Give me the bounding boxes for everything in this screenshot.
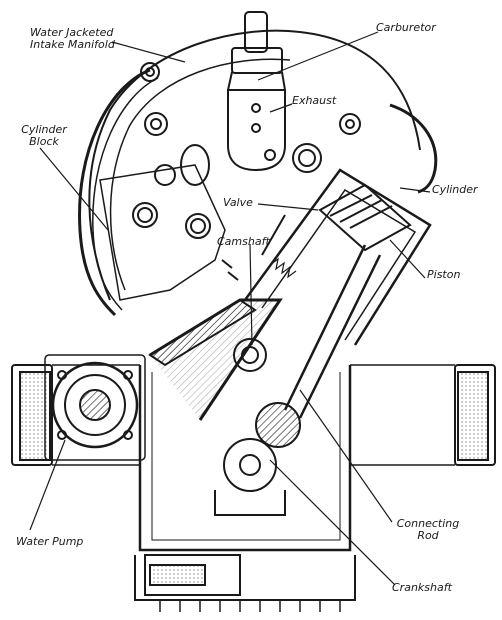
leader-piston [389,239,426,279]
label-cylinder: Cylinder [432,183,478,196]
leader-camshaft [249,243,253,346]
side-housing-left [11,364,53,466]
water-pump-housing [51,361,139,449]
manifold-pipe-right [389,103,438,194]
label-water-jacketed-intake-manifold: Water Jacketed Intake Manifold [30,27,115,51]
spark-plug-right [339,113,361,135]
label-cylinder-block-line-1: Cylinder [21,123,67,136]
label-exhaust: Exhaust [292,94,337,107]
spark-plug-left [144,112,168,136]
side-housing-right [454,364,496,466]
cylinder-block-left [99,164,226,301]
leader-carburetor [257,31,379,81]
label-connecting-rod-line-1: Connecting [396,517,460,530]
valve-spring [269,257,297,279]
oil-pan [134,555,356,601]
label-carburetor: Carburetor [376,21,436,34]
oil-pump [144,554,241,596]
connecting-rod [283,244,382,419]
exhaust-outlet [227,89,286,172]
intake-manifold [78,68,151,317]
label-piston: Piston [427,268,461,281]
label-crankshaft: Crankshaft [392,581,452,594]
label-connecting-rod: Connecting Rod [388,518,468,542]
crankcase [138,365,352,552]
leader-water-pump [29,439,66,531]
crankshaft-throw [255,402,301,448]
leader-cylinder-block [39,147,109,231]
label-cylinder-block-line-2: Block [29,135,59,148]
label-valve: Valve [223,196,253,209]
label-intake-line-2: Intake Manifold [30,38,115,51]
upper-housing [88,29,421,301]
label-water-pump: Water Pump [16,535,84,548]
leader-valve [257,203,319,211]
leader-cylinder [399,187,431,193]
cylinder-right [243,168,432,346]
label-connecting-rod-line-2: Rod [417,529,439,542]
leader-intake-manifold [111,41,186,63]
label-intake-line-1: Water Jacketed [30,26,114,39]
leader-exhaust [269,103,293,113]
piston [318,183,412,252]
label-camshaft: Camshaft [217,235,270,248]
carburetor-body [244,11,268,53]
label-cylinder-block: Cylinder Block [14,124,74,148]
leader-crankshaft [269,459,396,586]
leader-connecting-rod [299,389,393,523]
camshaft-gear [233,338,267,372]
